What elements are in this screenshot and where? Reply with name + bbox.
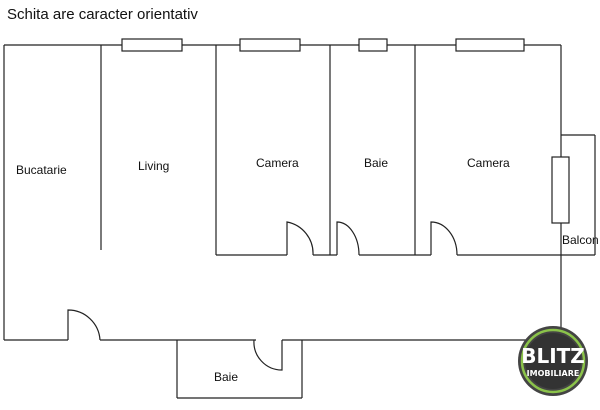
doors: [67, 221, 458, 371]
logo-subtitle: IMOBILIARE: [527, 369, 580, 378]
room-label-bathroom-2: Baie: [214, 370, 238, 384]
room-label-kitchen: Bucatarie: [16, 163, 67, 177]
windows: [121, 38, 525, 52]
door-entrance: [67, 309, 101, 341]
room-label-balcony: Balcon: [562, 233, 599, 247]
window-bedroom-2: [455, 38, 525, 52]
balcony-outline: [551, 134, 596, 256]
window-living: [121, 38, 183, 52]
bathroom-bottom-walls: [176, 340, 303, 399]
logo-accent-ring: [520, 328, 586, 394]
room-label-bedroom-2: Camera: [467, 156, 510, 170]
room-label-living: Living: [138, 159, 169, 173]
window-bedroom-1: [239, 38, 301, 52]
room-label-bedroom-1: Camera: [256, 156, 299, 170]
logo-inner-disc: [525, 333, 581, 389]
door-bedroom-1: [286, 221, 314, 256]
interior-walls: [100, 45, 561, 256]
room-label-bathroom-1: Baie: [364, 156, 388, 170]
door-bathroom-bottom: [253, 339, 283, 371]
blitz-logo: BLITZ IMOBILIARE: [518, 326, 588, 396]
door-bathroom: [336, 221, 360, 256]
outer-walls: [3, 44, 562, 341]
balcony-door-window: [551, 156, 570, 224]
door-bedroom-2: [430, 221, 458, 256]
logo-title: BLITZ: [521, 344, 585, 368]
window-bathroom: [358, 38, 388, 52]
disclaimer-note: Schita are caracter orientativ: [7, 6, 198, 23]
